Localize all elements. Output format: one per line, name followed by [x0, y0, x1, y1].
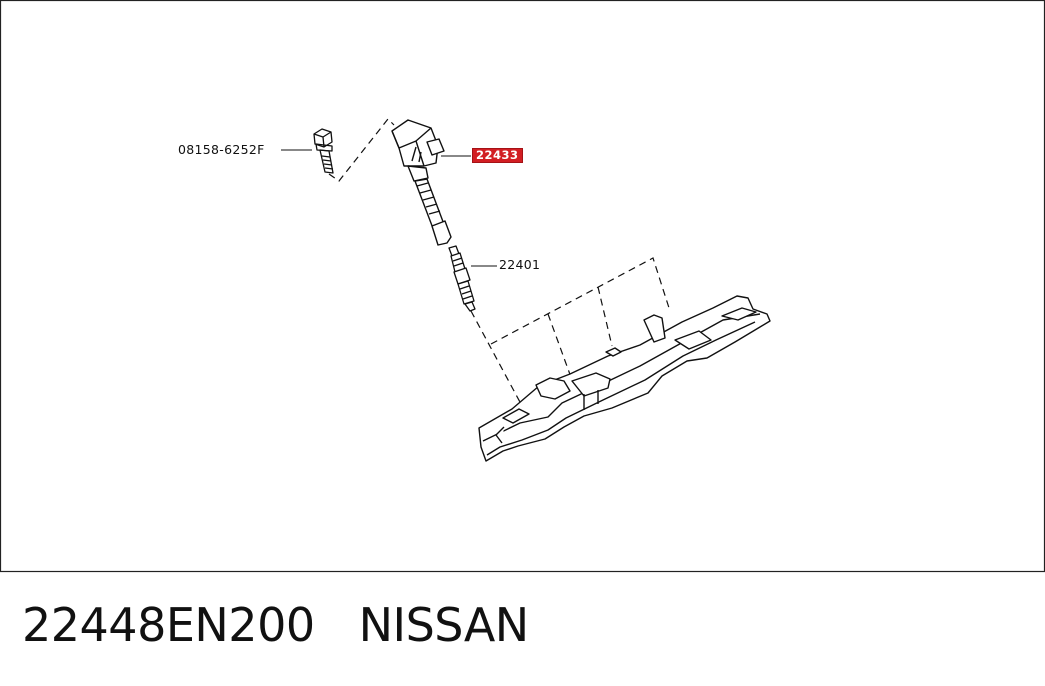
parts-diagram: 08158-6252F 22433 22401: [0, 0, 1045, 573]
engine-cover-drawing: [478, 295, 771, 462]
spark-plug-drawing: [448, 245, 476, 312]
callout-bolt-part-number: 08158-6252F: [178, 142, 265, 157]
part-caption: 22448EN200 NISSAN: [22, 598, 529, 652]
callout-coil-part-number: 22433: [472, 148, 523, 163]
bolt-coil-dashed-link: [328, 118, 395, 182]
ignition-coil-drawing: [391, 119, 452, 246]
callout-spark-plug-part-number: 22401: [499, 257, 541, 272]
brand-name: NISSAN: [358, 598, 530, 652]
bolt-drawing: [313, 128, 334, 174]
diagram-border: [0, 0, 1045, 573]
plug-position-dashed-lines: [470, 257, 671, 405]
part-number: 22448EN200: [22, 598, 315, 652]
